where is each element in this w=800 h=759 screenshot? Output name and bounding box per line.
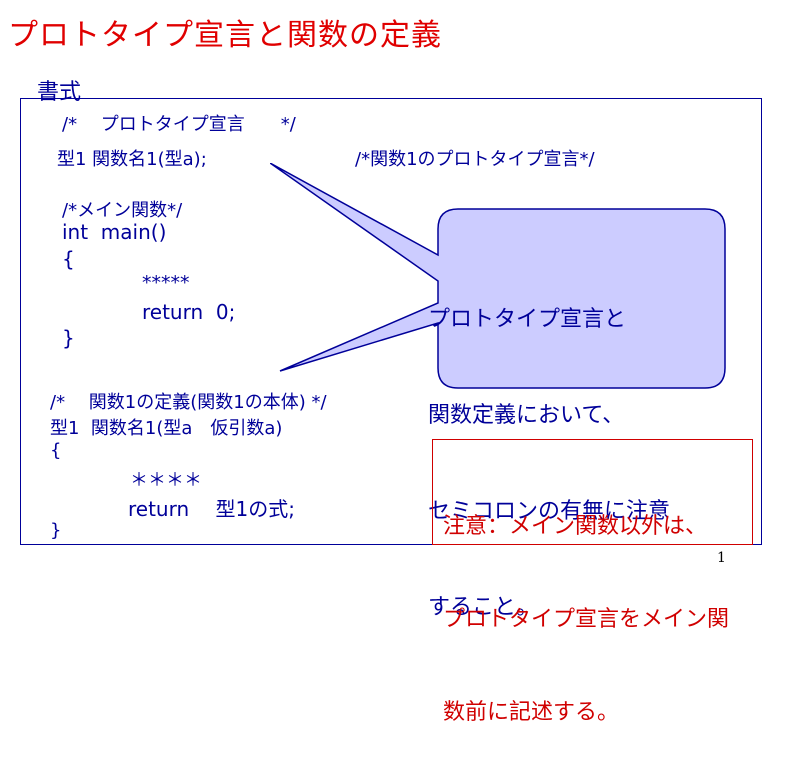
main-function-comment: /*メイン関数*/ [62,200,183,221]
definition-body-placeholder: ＊＊＊＊ [130,470,202,491]
main-close-brace: } [62,326,75,350]
callout-line-2: 関数定義において、 [428,403,625,428]
callout-line-3: セミコロンの有無に注意 [428,499,671,524]
definition-return: return 型1の式; [128,497,295,521]
definition-open-brace: { [50,440,62,461]
prototype-declaration: 型1 関数名1(型a); [57,149,207,170]
note-box [432,439,753,545]
main-body-placeholder: ***** [142,272,190,294]
main-signature: int main() [62,220,167,244]
format-label: 書式 [37,80,82,105]
main-open-brace: { [62,247,75,271]
definition-signature: 型1 関数名1(型a 仮引数a) [50,418,283,439]
callout-text: プロトタイプ宣言と 関数定義において、 セミコロンの有無に注意 すること。 [428,240,670,656]
callout-bubble [270,163,726,389]
code-frame [20,98,762,545]
note-line-2: プロトタイプ宣言をメイン関 [443,607,730,632]
main-return: return 0; [142,300,236,324]
slide-title: プロトタイプ宣言と関数の定義 [8,18,442,53]
page-number: 1 [717,550,726,566]
definition-close-brace: } [50,520,62,541]
definition-comment: /* 関数1の定義(関数1の本体) */ [50,392,327,413]
note-line-3: 数前に記述する。 [443,700,620,725]
note-text: 注意：メイン関数以外は、 プロトタイプ宣言をメイン関 数前に記述する。 [443,449,729,759]
prototype-declaration-comment: /*関数1のプロトタイプ宣言*/ [355,149,595,170]
note-line-1: 注意：メイン関数以外は、 [443,514,708,539]
callout-bubble-shape [270,163,726,389]
prototype-section-comment: /* プロトタイプ宣言 */ [62,114,296,135]
callout-line-1: プロトタイプ宣言と [428,307,627,332]
